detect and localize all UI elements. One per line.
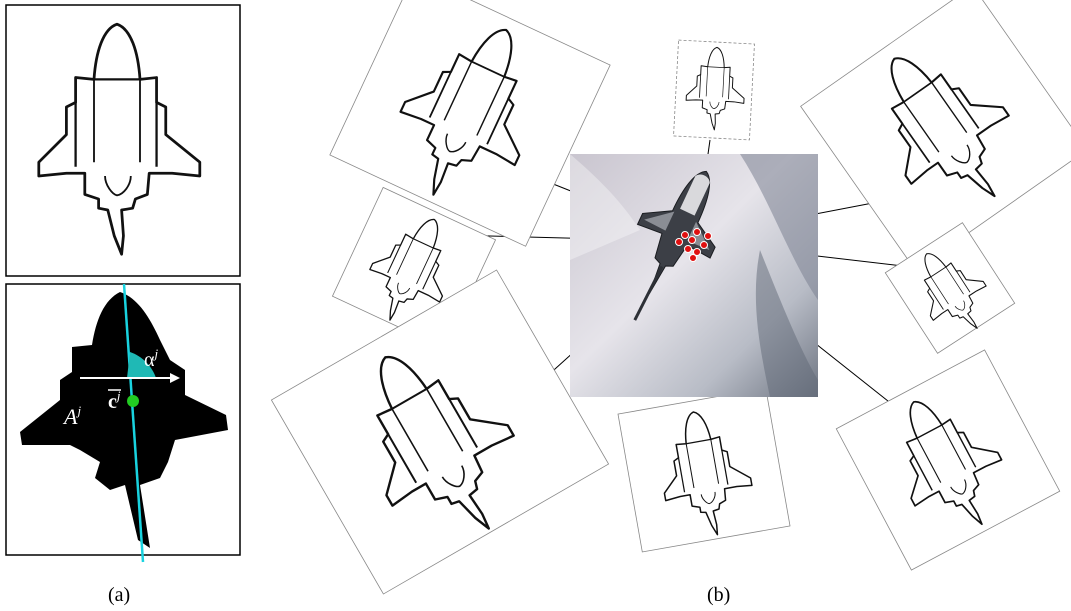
rotated-crop: [270, 269, 610, 595]
rotated-crop: [329, 0, 611, 247]
alpha-label: αj: [144, 346, 158, 371]
panel-a: αj cj Aj (a): [5, 4, 241, 606]
rotated-crop: [673, 39, 755, 141]
arrowhead-icon: [170, 373, 180, 383]
keypoint-dot: [675, 238, 683, 246]
caption-a: (a): [108, 584, 130, 606]
keypoint-dot: [700, 241, 708, 249]
keypoint-dot: [688, 236, 696, 244]
keypoint-dot: [704, 232, 712, 240]
centroid-dot: [127, 395, 139, 407]
panel-b: (b): [270, 0, 1071, 606]
rotated-crop: [835, 349, 1061, 571]
keypoint-dot: [684, 245, 692, 253]
rotated-crop: [800, 0, 1071, 271]
principal-axis: [122, 283, 145, 563]
keypoints: [675, 228, 712, 262]
rotated-crop: [617, 387, 791, 553]
area-label: Aj: [62, 403, 81, 429]
keypoint-dot: [681, 231, 689, 239]
centroid-label: cj: [108, 388, 121, 413]
keypoint-dot: [689, 254, 697, 262]
silhouette-view: αj cj Aj: [5, 283, 241, 563]
shuttle-silhouette: [20, 292, 228, 548]
outline-view: [5, 4, 241, 277]
caption-b: (b): [707, 584, 730, 606]
shuttle-photo: [570, 154, 818, 397]
keypoint-dot: [693, 248, 701, 256]
keypoint-dot: [693, 228, 701, 236]
rotated-crop: [884, 222, 1016, 354]
angle-wedge: [127, 352, 156, 378]
